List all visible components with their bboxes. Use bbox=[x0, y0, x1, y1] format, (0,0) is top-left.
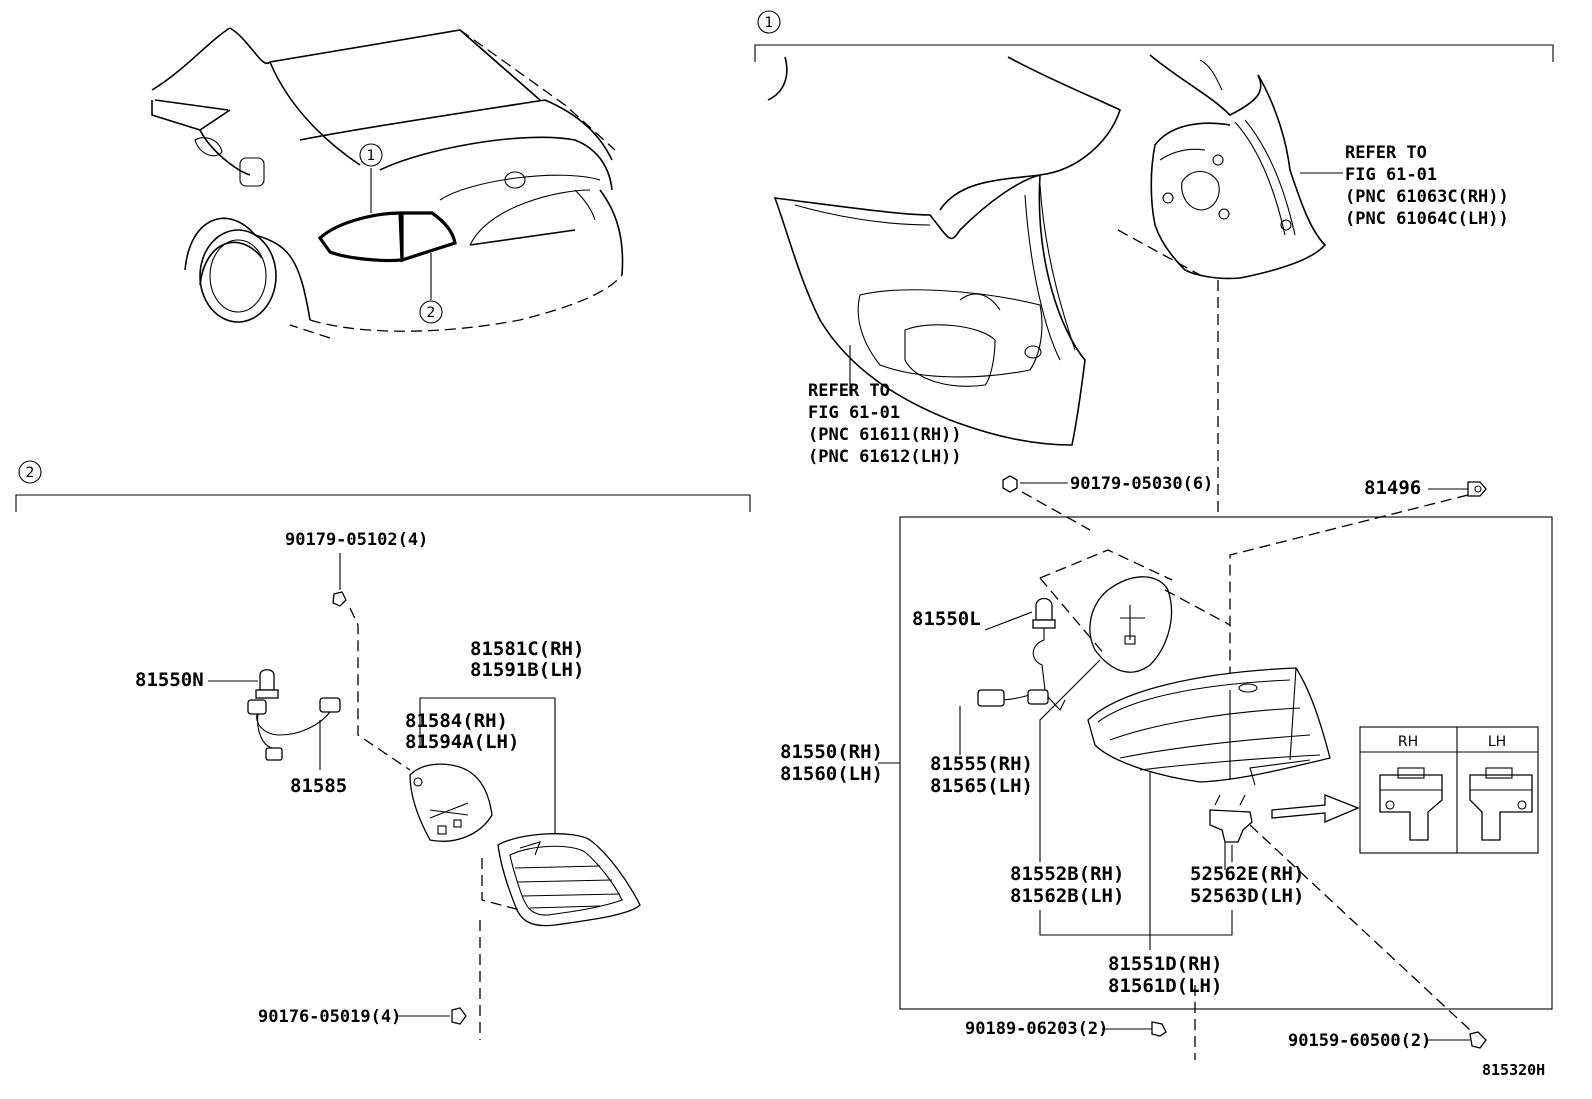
clip-81496: 81496 bbox=[1364, 477, 1487, 499]
section-2-number: 2 bbox=[26, 465, 35, 481]
part-81550n: 81550N bbox=[135, 669, 204, 691]
part-52563d-lh: 52563D(LH) bbox=[1190, 885, 1304, 907]
refer-quarter-line-2: FIG 61-01 bbox=[1345, 165, 1437, 185]
part-81584-rh: 81584(RH) bbox=[405, 710, 508, 732]
callout-2-number: 2 bbox=[427, 305, 436, 321]
inset-rh-label: RH bbox=[1398, 734, 1418, 750]
part-90159-60500: 90159-60500(2) bbox=[1288, 1031, 1431, 1051]
screw-90189-06203: 90189-06203(2) bbox=[965, 985, 1196, 1060]
nut-90179-05030: 90179-05030(6) bbox=[1002, 474, 1213, 494]
section-2-header: 2 bbox=[15, 460, 751, 512]
gasket bbox=[1039, 549, 1231, 673]
bulb-socket-81550l: 81550L 81555(RH) 81565(LH) bbox=[912, 597, 1066, 797]
lamp-assembly-labels: 81550(RH) 81560(LH) 81552B(RH) 81562B(LH… bbox=[780, 659, 1304, 997]
rear-combination-lamp bbox=[1087, 667, 1331, 935]
refer-panel-line-3: (PNC 61611(RH)) bbox=[808, 425, 962, 445]
refer-quarter-line-3: (PNC 61063C(RH)) bbox=[1345, 187, 1509, 207]
drawing-code: 815320H bbox=[1482, 1061, 1545, 1079]
back-lamp-housing bbox=[481, 833, 641, 927]
car-rear-overview: 1 2 bbox=[151, 27, 624, 339]
part-81551d-rh: 81551D(RH) bbox=[1108, 953, 1222, 975]
refer-panel-note: REFER TO FIG 61-01 (PNC 61611(RH)) (PNC … bbox=[808, 381, 962, 467]
part-81550-rh: 81550(RH) bbox=[780, 741, 883, 763]
callout-1-marker bbox=[359, 143, 383, 167]
lamp-bracket bbox=[1209, 794, 1471, 1031]
part-81594a-lh: 81594A(LH) bbox=[405, 731, 519, 753]
part-81585: 81585 bbox=[290, 775, 347, 797]
refer-quarter-line-4: (PNC 61064C(LH)) bbox=[1345, 209, 1509, 229]
part-81591b-lh: 81591B(LH) bbox=[470, 659, 584, 681]
part-81561d-lh: 81561D(LH) bbox=[1108, 975, 1222, 997]
rh-lh-inset: RH LH bbox=[1359, 726, 1539, 854]
callout-2-marker bbox=[419, 300, 443, 324]
part-81565-lh: 81565(LH) bbox=[930, 775, 1033, 797]
section-1-number: 1 bbox=[765, 15, 774, 31]
part-81581c-rh: 81581C(RH) bbox=[470, 638, 584, 660]
refer-quarter-line-1: REFER TO bbox=[1345, 143, 1427, 163]
inset-lh-label: LH bbox=[1488, 734, 1506, 750]
part-81555-rh: 81555(RH) bbox=[930, 753, 1033, 775]
part-90176-05019: 90176-05019(4) bbox=[258, 1007, 401, 1027]
callout-1-number: 1 bbox=[367, 148, 376, 164]
inset-arrow bbox=[1271, 794, 1360, 823]
refer-panel-line-1: REFER TO bbox=[808, 381, 890, 401]
refer-quarter-note: REFER TO FIG 61-01 (PNC 61063C(RH)) (PNC… bbox=[1345, 143, 1509, 229]
refer-panel-line-2: FIG 61-01 bbox=[808, 403, 900, 423]
back-lamp-gasket bbox=[409, 763, 493, 842]
back-lamp-labels: 81581C(RH) 81591B(LH) 81584(RH) 81594A(L… bbox=[405, 638, 584, 835]
bulb-socket-81550n: 81550N 81585 bbox=[135, 669, 347, 797]
nut-90179-05102: 90179-05102(4) bbox=[285, 530, 428, 771]
part-81552b-rh: 81552B(RH) bbox=[1010, 863, 1124, 885]
part-52562e-rh: 52562E(RH) bbox=[1190, 863, 1304, 885]
refer-panel-line-4: (PNC 61612(LH)) bbox=[808, 447, 962, 467]
part-81562b-lh: 81562B(LH) bbox=[1010, 885, 1124, 907]
part-90179-05102: 90179-05102(4) bbox=[285, 530, 428, 550]
part-81560-lh: 81560(LH) bbox=[780, 763, 883, 785]
part-90179-05030: 90179-05030(6) bbox=[1070, 474, 1213, 494]
screw-90159-60500: 90159-60500(2) bbox=[1288, 1031, 1487, 1051]
part-81496: 81496 bbox=[1364, 477, 1421, 499]
section-1-header: 1 bbox=[754, 10, 1554, 62]
screw-90176-05019: 90176-05019(4) bbox=[258, 920, 481, 1040]
part-81550l: 81550L bbox=[912, 608, 981, 630]
part-90189-06203: 90189-06203(2) bbox=[965, 1019, 1108, 1039]
rear-body-panels bbox=[767, 54, 1343, 446]
